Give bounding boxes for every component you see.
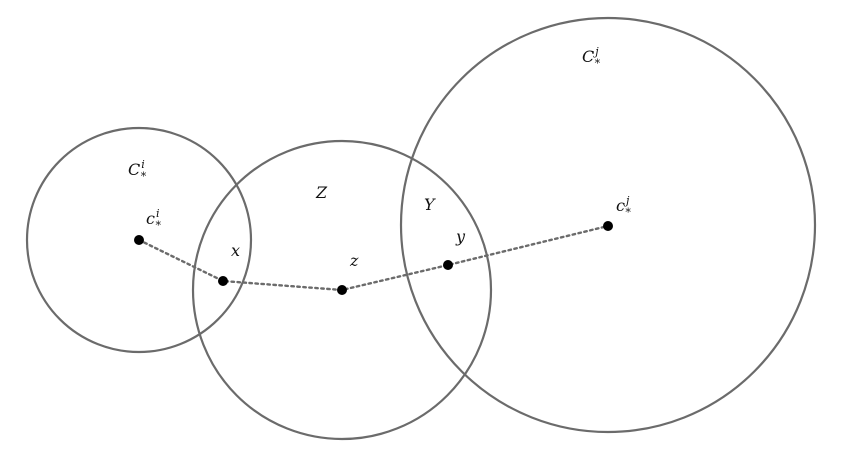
point-c-star-i — [134, 235, 144, 245]
point-x — [218, 276, 228, 286]
circle-c-star-j — [399, 16, 817, 434]
point-z — [337, 285, 347, 295]
label-point-x: x — [231, 241, 240, 260]
label-region-y: Y — [424, 195, 436, 214]
circle-z — [191, 139, 493, 441]
dotted-path — [137, 224, 610, 292]
label-point-y: y — [455, 227, 466, 246]
label-point-c-star-j: cj* — [616, 194, 631, 219]
circle-c-star-i — [25, 126, 253, 354]
label-circle-c-star-i: Ci* — [128, 158, 147, 183]
label-circle-c-star-j: Cj* — [582, 45, 601, 70]
label-circle-z: Z — [315, 183, 328, 202]
point-c-star-j — [603, 221, 613, 231]
point-y — [443, 260, 453, 270]
label-point-c-star-i: ci* — [146, 207, 162, 232]
label-point-z: z — [349, 251, 359, 270]
